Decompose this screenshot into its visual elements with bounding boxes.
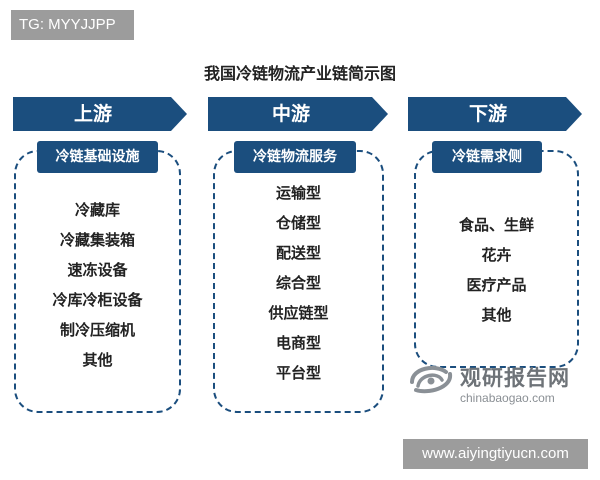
watermark-brand: 观研报告网 bbox=[460, 366, 570, 390]
stage-header-midstream: 中游 bbox=[208, 97, 388, 131]
watermark-url: chinabaogao.com bbox=[460, 391, 555, 405]
list-item: 运输型 bbox=[275, 184, 321, 202]
list-item: 冷藏集装箱 bbox=[59, 231, 135, 249]
item-list-downstream: 食品、生鲜 花卉 医疗产品 其他 bbox=[414, 210, 579, 330]
list-item: 电商型 bbox=[275, 334, 321, 352]
stage-box-midstream bbox=[213, 150, 384, 413]
list-item: 食品、生鲜 bbox=[458, 216, 534, 234]
stage-label-upstream: 冷链基础设施 bbox=[37, 141, 158, 173]
stage-header-downstream: 下游 bbox=[408, 97, 582, 131]
item-list-upstream: 冷藏库 冷藏集装箱 速冻设备 冷库冷柜设备 制冷压缩机 其他 bbox=[14, 195, 181, 375]
list-item: 花卉 bbox=[481, 246, 512, 264]
list-item: 其他 bbox=[481, 306, 512, 324]
list-item: 配送型 bbox=[275, 244, 321, 262]
list-item: 冷库冷柜设备 bbox=[52, 291, 143, 309]
stage-box-upstream bbox=[14, 150, 181, 413]
list-item: 平台型 bbox=[275, 364, 321, 382]
stage-label-midstream: 冷链物流服务 bbox=[234, 141, 356, 173]
list-item: 医疗产品 bbox=[466, 276, 527, 294]
stage-box-downstream bbox=[414, 150, 579, 368]
list-item: 速冻设备 bbox=[67, 261, 128, 279]
swirl-logo-icon bbox=[410, 365, 452, 394]
list-item: 冷藏库 bbox=[74, 201, 120, 219]
list-item: 综合型 bbox=[275, 274, 321, 292]
list-item: 仓储型 bbox=[275, 214, 321, 232]
list-item: 其他 bbox=[82, 351, 113, 369]
list-item: 制冷压缩机 bbox=[59, 321, 135, 339]
stage-header-upstream: 上游 bbox=[13, 97, 187, 131]
diagram-title: 我国冷链物流产业链简示图 bbox=[203, 64, 396, 83]
stage-label-downstream: 冷链需求侧 bbox=[432, 141, 542, 173]
list-item: 供应链型 bbox=[268, 304, 329, 322]
item-list-midstream: 运输型 仓储型 配送型 综合型 供应链型 电商型 平台型 bbox=[213, 178, 384, 388]
tg-badge: TG: MYYJJPP bbox=[11, 10, 134, 40]
url-badge: www.aiyingtiyucn.com bbox=[403, 439, 588, 469]
